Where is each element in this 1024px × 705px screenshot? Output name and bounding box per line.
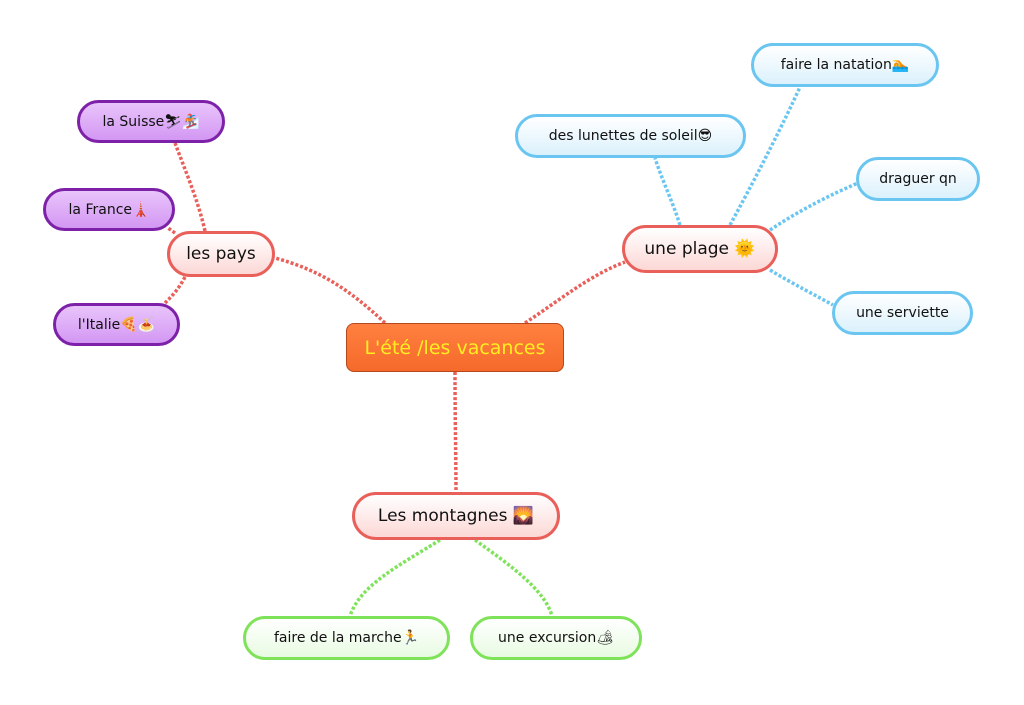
subtopic-label: l'Italie🍕🍝: [77, 316, 156, 333]
subtopic-label: faire de la marche🏃: [273, 630, 420, 646]
subtopic-une-excursion[interactable]: une excursion🏕: [470, 616, 642, 660]
topic-label: les pays: [186, 244, 256, 264]
subtopic-la-france[interactable]: la France🗼: [43, 188, 175, 231]
link-pays-suisse: [173, 142, 207, 232]
central-topic-label: L'été /les vacances: [364, 336, 546, 359]
subtopic-label: faire la natation🏊: [780, 57, 910, 73]
central-topic[interactable]: L'été /les vacances: [346, 323, 564, 372]
topic-les-montagnes[interactable]: Les montagnes 🌄: [352, 492, 560, 540]
link-central-montagnes: [453, 371, 458, 493]
subtopic-lunettes-de-soleil[interactable]: des lunettes de soleil😎: [515, 114, 746, 158]
link-central-pays: [274, 256, 387, 325]
link-central-plage: [524, 260, 626, 325]
link-plage-lunettes: [653, 157, 682, 226]
subtopic-label: draguer qn: [879, 171, 957, 187]
topic-label: une plage 🌞: [644, 239, 756, 259]
link-plage-natation: [728, 86, 802, 226]
subtopic-litalie[interactable]: l'Italie🍕🍝: [53, 303, 180, 346]
subtopic-faire-de-la-marche[interactable]: faire de la marche🏃: [243, 616, 450, 660]
subtopic-natation[interactable]: faire la natation🏊: [751, 43, 939, 87]
topic-label: Les montagnes 🌄: [377, 506, 535, 526]
link-montagnes-marche: [348, 538, 441, 617]
subtopic-draguer-qn[interactable]: draguer qn: [856, 157, 980, 201]
topic-les-pays[interactable]: les pays: [167, 231, 275, 277]
subtopic-une-serviette[interactable]: une serviette: [832, 291, 973, 335]
link-pays-italie: [163, 276, 187, 305]
subtopic-label: la Suisse⛷🏂: [102, 113, 200, 130]
link-plage-serviette: [769, 268, 834, 307]
link-pays-france: [166, 226, 177, 235]
subtopic-label: une excursion🏕: [498, 630, 614, 646]
topic-une-plage[interactable]: une plage 🌞: [622, 225, 778, 273]
subtopic-label: la France🗼: [68, 201, 150, 218]
link-montagnes-excursion: [473, 538, 554, 617]
subtopic-label: des lunettes de soleil😎: [548, 128, 713, 144]
link-plage-draguer: [769, 181, 859, 232]
subtopic-label: une serviette: [856, 305, 949, 321]
subtopic-la-suisse[interactable]: la Suisse⛷🏂: [77, 100, 225, 143]
